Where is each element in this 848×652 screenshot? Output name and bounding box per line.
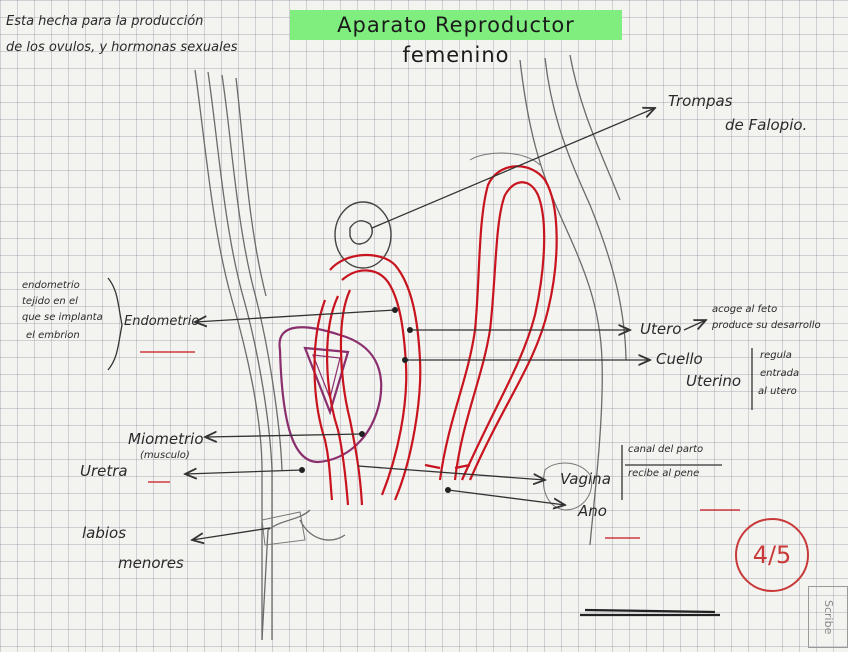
- scribble: [580, 608, 720, 617]
- endometrio-note-4: el embrion: [26, 330, 80, 341]
- pointer-dots: [299, 307, 451, 493]
- grade-circle: 4/5: [735, 518, 809, 592]
- label-cuello-2: Uterino: [686, 372, 742, 390]
- label-utero: Utero: [640, 320, 682, 338]
- vagina-note-2: recibe al pene: [628, 468, 700, 479]
- body-outline: [194, 54, 627, 641]
- label-ano: Ano: [578, 502, 607, 520]
- pencil-details: [261, 152, 592, 546]
- utero-note-1: acoge al feto: [712, 304, 778, 315]
- endometrio-note-1: endometrio: [22, 280, 80, 291]
- label-miometrio: Miometrio: [128, 430, 204, 448]
- ovary: [334, 201, 392, 269]
- pointer-lines: [185, 108, 706, 540]
- utero-note-2: produce su desarrollo: [712, 320, 821, 331]
- cuello-note-1: regula: [760, 350, 792, 361]
- red-underlines: [140, 351, 740, 539]
- label-vagina: Vagina: [560, 470, 611, 488]
- label-labios-1: labios: [82, 524, 127, 542]
- side-label: Scribe: [808, 586, 848, 648]
- vagina-note-1: canal del parto: [628, 444, 704, 455]
- endometrio-note-2: tejido en el: [22, 296, 78, 307]
- intro-line-1: Esta hecha para la producción: [6, 14, 204, 29]
- label-uretra: Uretra: [80, 462, 128, 480]
- page-title: Aparato Reproductor femenino: [290, 10, 622, 67]
- cuello-note-2: entrada: [760, 368, 800, 379]
- label-miometrio-sub: (musculo): [140, 450, 190, 461]
- cuello-note-3: al utero: [758, 386, 797, 397]
- label-trompas-1: Trompas: [668, 92, 733, 110]
- label-cuello-1: Cuello: [656, 350, 703, 368]
- label-labios-2: menores: [118, 554, 184, 572]
- uterus: [313, 165, 558, 506]
- endometrio-note-3: que se implanta: [22, 312, 103, 323]
- intro-line-2: de los ovulos, y hormonas sexuales: [6, 40, 238, 55]
- braces: [107, 277, 753, 500]
- label-trompas-2: de Falopio.: [725, 116, 808, 134]
- label-endometrio: Endometrio: [124, 314, 200, 329]
